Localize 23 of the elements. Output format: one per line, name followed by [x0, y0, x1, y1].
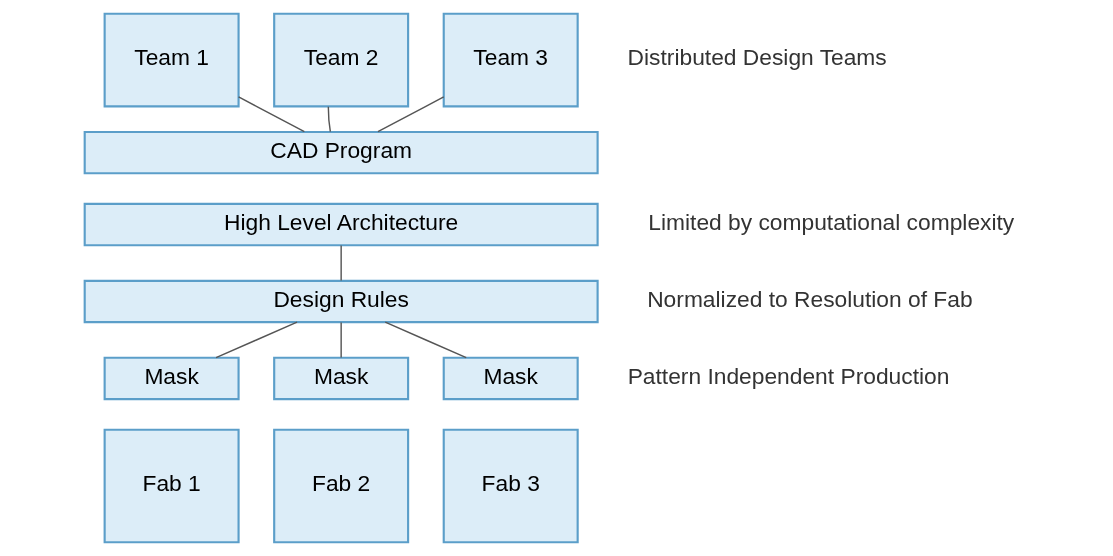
label: Pattern Independent Production	[627, 362, 949, 389]
label: Distributed Design Teams	[627, 44, 887, 71]
connector	[384, 321, 467, 359]
node-box: Team 3	[442, 12, 579, 108]
label: Normalized to Resolution of Fab	[646, 285, 973, 312]
connector	[214, 321, 298, 359]
node-box: Fab 3	[442, 428, 579, 544]
node-box: Mask	[442, 356, 579, 401]
node-box: Team 1	[103, 12, 240, 108]
node-box: Design Rules	[83, 279, 599, 324]
node-box: Team 2	[272, 12, 409, 108]
node-box: High Level Architecture	[83, 202, 599, 247]
connector	[339, 244, 342, 282]
node-box: CAD Program	[83, 130, 599, 175]
node-box: Fab 1	[103, 428, 240, 544]
label: Limited by computational complexity	[647, 208, 1014, 235]
node-box: Fab 2	[272, 428, 409, 544]
connector	[339, 321, 342, 359]
connector	[327, 106, 331, 133]
connector	[376, 96, 444, 133]
connector	[237, 96, 305, 133]
node-box: Mask	[103, 356, 240, 401]
node-box: Mask	[272, 356, 409, 401]
